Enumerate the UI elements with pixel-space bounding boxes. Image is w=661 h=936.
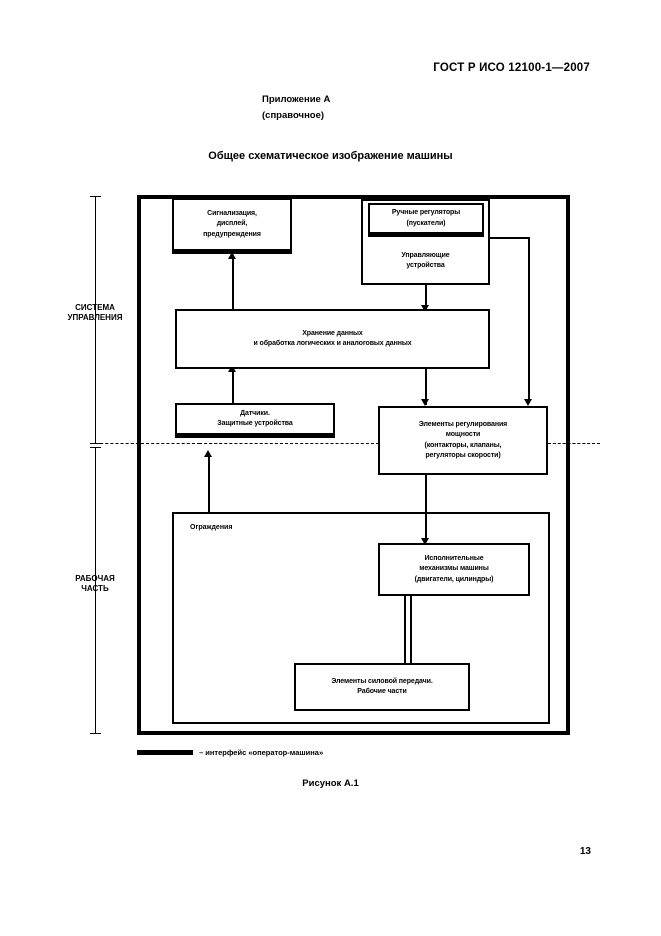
node-sensors-line2: Защитные устройства (217, 420, 293, 427)
machine-outer-frame (137, 195, 570, 735)
side-label-working-part-line1: РАБОЧАЯ (75, 574, 115, 583)
node-actuators-line3: (двигатели, цилиндры) (414, 575, 494, 583)
control-working-divider (90, 443, 200, 444)
annex-subtitle: (справочное) (262, 110, 325, 121)
page-number: 13 (579, 846, 591, 857)
node-control-devices-line1: Управляющие (401, 251, 450, 259)
working-part-brace-bottom-cap (90, 733, 101, 734)
node-signalling[interactable]: Сигнализация, дисплей, предупреждения (172, 198, 292, 254)
node-manual-controls[interactable]: Ручные регуляторы (пускатели) (368, 203, 484, 237)
node-data-processing-line1: Хранение данных (302, 329, 363, 337)
figure-title: Общее схематическое изображение машины (208, 150, 453, 162)
legend: – интерфейс «оператор-машина» (137, 748, 323, 757)
node-actuators[interactable]: Исполнительные механизмы машины (двигате… (378, 543, 530, 596)
node-manual-controls-line2: (пускатели) (406, 219, 446, 227)
connector-controls-to-data-arrowhead (421, 305, 429, 312)
connector-manual-to-power-arrowhead (524, 399, 532, 406)
connector-data-to-signalling (232, 256, 234, 309)
node-signalling-line2: дисплей, (216, 220, 248, 228)
node-data-processing[interactable]: Хранение данных и обработка логических и… (175, 309, 490, 369)
node-manual-controls-line1: Ручные регуляторы (391, 209, 461, 217)
side-label-control-system-line2: УПРАВЛЕНИЯ (67, 313, 123, 323)
connector-manual-to-power-horizontal (484, 237, 529, 239)
connector-guards-to-sensors-arrowhead (204, 450, 212, 457)
node-guards[interactable] (172, 512, 550, 724)
legend-interface-text: – интерфейс «оператор-машина» (199, 748, 324, 757)
connector-actuators-to-transmission (404, 596, 412, 663)
legend-interface-swatch (137, 750, 193, 755)
side-label-working-part: РАБОЧАЯ ЧАСТЬ (46, 574, 144, 595)
node-power-control-line4: регуляторы скорости) (425, 451, 501, 459)
side-label-control-system: СИСТЕМА УПРАВЛЕНИЯ (46, 303, 144, 324)
connector-power-to-actuators-arrowhead (421, 538, 429, 545)
annex-label: Приложение А (262, 94, 331, 105)
node-actuators-line2: механизмы машины (419, 565, 489, 573)
control-system-brace (95, 196, 96, 443)
connector-guards-to-sensors (208, 455, 210, 512)
connector-controls-to-data (425, 285, 427, 309)
standard-header: ГОСТ Р ИСО 12100-1—2007 (433, 62, 590, 74)
node-sensors[interactable]: Датчики. Защитные устройства (175, 403, 335, 438)
node-power-control-line2: мощности (445, 431, 481, 439)
node-data-processing-line2: и обработка логических и аналоговых данн… (253, 340, 412, 347)
figure-caption: Рисунок А.1 (302, 778, 359, 789)
control-system-brace-top-cap (90, 196, 101, 197)
node-transmission[interactable]: Элементы силовой передачи. Рабочие части (294, 663, 470, 711)
connector-data-to-signalling-arrowhead (228, 252, 236, 259)
node-power-control-line1: Элементы регулирования (418, 421, 508, 429)
node-power-control[interactable]: Элементы регулирования мощности (контакт… (378, 406, 548, 475)
control-working-divider-middle (199, 443, 379, 444)
node-control-devices-line2: устройства (406, 261, 445, 269)
node-power-control-line3: (контакторы, клапаны, (424, 441, 502, 449)
node-sensors-line1: Датчики. (240, 409, 270, 417)
connector-sensors-to-data (232, 369, 234, 403)
node-signalling-line3: предупреждения (203, 230, 261, 238)
connector-data-to-power-arrowhead (421, 399, 429, 406)
side-label-working-part-line2: ЧАСТЬ (81, 584, 109, 594)
connector-manual-to-power-vertical (528, 237, 530, 403)
node-guards-label: Ограждения (190, 524, 233, 531)
control-working-divider-right (548, 443, 600, 444)
side-label-control-system-line1: СИСТЕМА (75, 303, 115, 312)
node-transmission-line1: Элементы силовой передачи. (331, 677, 433, 685)
working-part-brace-top-cap (90, 447, 101, 448)
node-transmission-line2: Рабочие части (357, 688, 407, 695)
connector-power-to-actuators (425, 475, 427, 542)
node-actuators-line1: Исполнительные (424, 555, 484, 563)
node-signalling-line1: Сигнализация, (207, 210, 257, 218)
connector-data-to-power (425, 369, 427, 405)
working-part-brace (95, 447, 96, 733)
